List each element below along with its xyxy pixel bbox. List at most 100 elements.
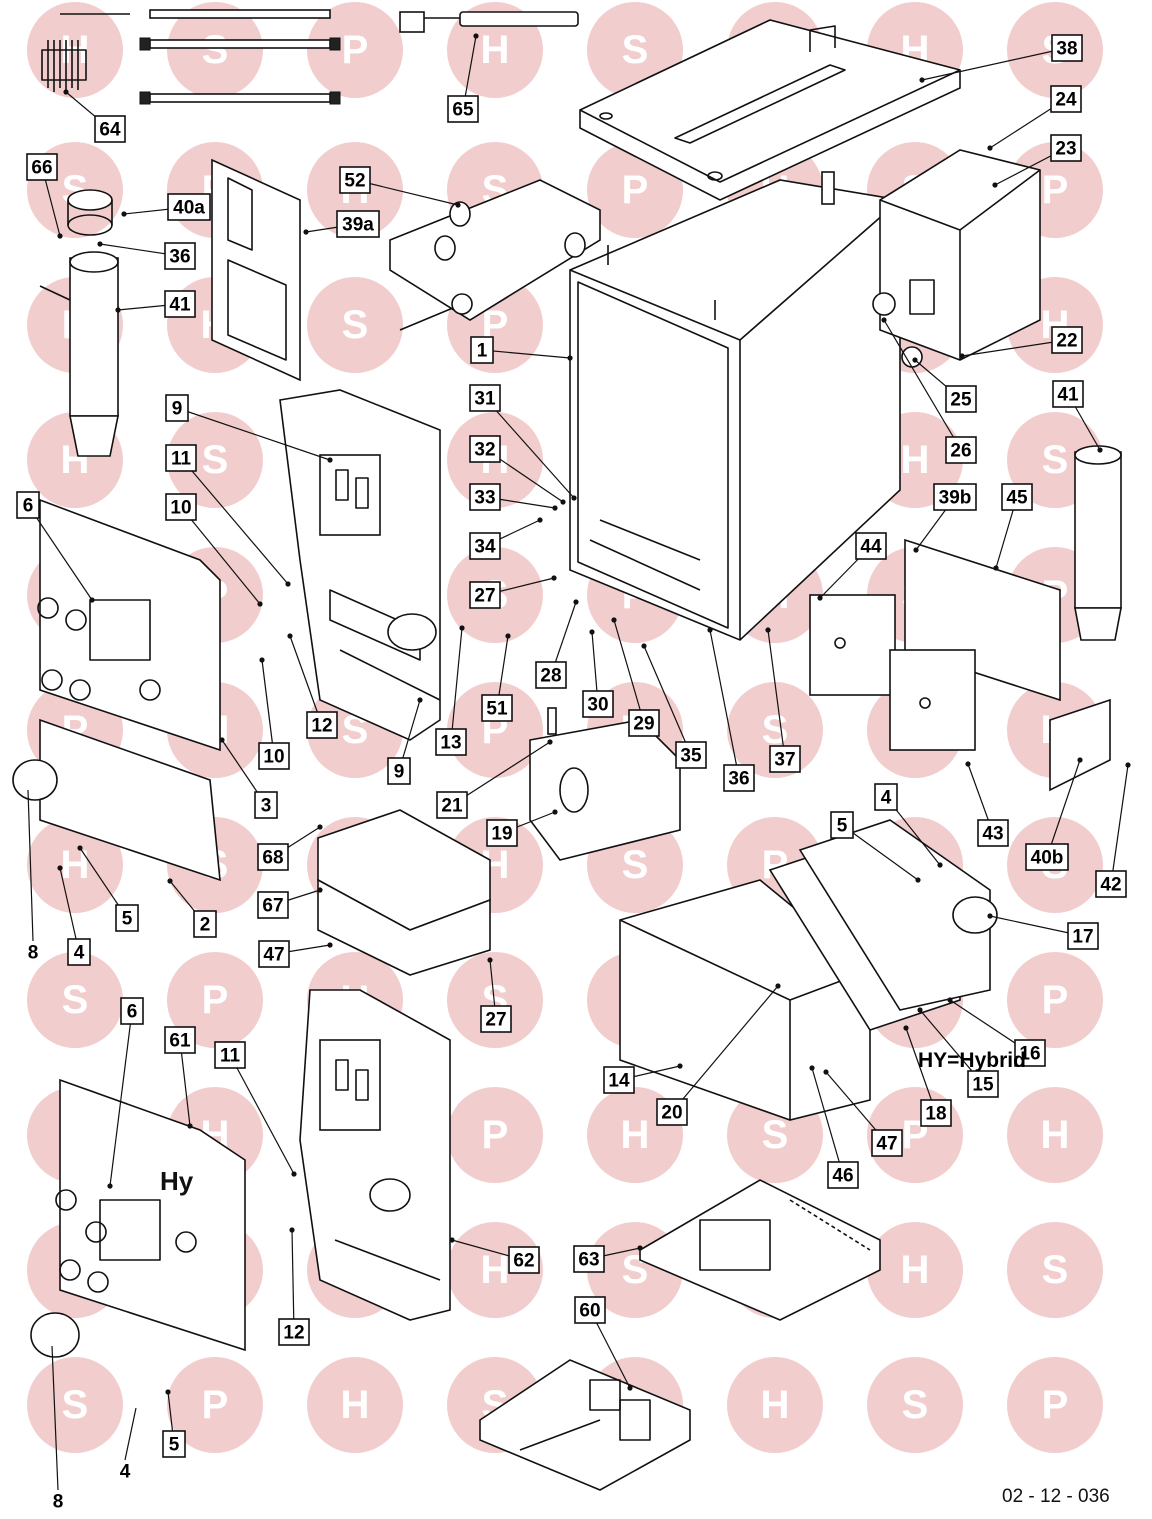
- leader-dot: [107, 1183, 113, 1189]
- part-control-board-9: [279, 389, 441, 741]
- leader-dot: [537, 517, 543, 523]
- callout-box: [254, 791, 278, 819]
- callout-box: [830, 811, 854, 839]
- callout-label-19: 19: [491, 824, 512, 845]
- callout-box: [257, 843, 289, 871]
- leader-dot: [167, 878, 173, 884]
- watermark-letter: S: [1042, 438, 1069, 482]
- watermark-circle: [1007, 952, 1103, 1048]
- leader-dot: [165, 1389, 171, 1395]
- callout-label-41: 41: [169, 295, 191, 316]
- leader-dot: [993, 565, 999, 571]
- callout-label-15: 15: [972, 1075, 994, 1096]
- callout-label-40a: 40a: [173, 198, 205, 219]
- callout-box: [827, 1161, 859, 1189]
- callout-box: [855, 532, 887, 560]
- part-relay-box-67: [317, 809, 491, 976]
- leader-dot: [303, 229, 309, 235]
- leader-dot: [637, 1245, 643, 1251]
- leader-dot: [115, 307, 121, 313]
- leader-dot: [285, 581, 291, 587]
- callout-label-36: 36: [728, 769, 749, 790]
- leader-dot: [881, 317, 887, 323]
- callout-label-6: 6: [23, 496, 34, 517]
- leader-dot: [641, 643, 647, 649]
- leader-dot: [912, 357, 918, 363]
- leader-dot: [551, 575, 557, 581]
- callout-label-46: 46: [832, 1166, 853, 1187]
- watermark-letter: S: [342, 303, 369, 347]
- callout-label-60: 60: [579, 1301, 600, 1322]
- watermark-circle: [727, 1357, 823, 1453]
- callout-box: [387, 757, 411, 785]
- leader-line: [811, 1067, 844, 1176]
- leader-dot: [903, 1025, 909, 1031]
- leader-dot: [121, 211, 127, 217]
- watermark-letter: S: [622, 843, 649, 887]
- callout-box: [871, 1129, 903, 1157]
- part-knob-17: [952, 896, 998, 934]
- watermark-letter: H: [761, 1383, 790, 1427]
- callout-label-41: 41: [1057, 385, 1079, 406]
- watermark-letter: P: [1042, 978, 1069, 1022]
- watermark-letter: P: [1042, 168, 1069, 212]
- leader-line: [124, 1407, 137, 1461]
- leader-line: [27, 789, 34, 942]
- callout-box: [16, 491, 40, 519]
- leader-dot: [959, 353, 965, 359]
- leader-line: [51, 1345, 59, 1491]
- callout-box: [26, 153, 58, 181]
- callout-label-20: 20: [661, 1103, 682, 1124]
- leader-dot: [317, 824, 323, 830]
- leader-line: [921, 47, 1068, 81]
- watermark-circle: [447, 1087, 543, 1183]
- callout-box: [480, 1005, 512, 1033]
- part-ignition-19: [529, 707, 681, 861]
- leader-dot: [677, 1063, 683, 1069]
- callout-box: [933, 483, 977, 511]
- leader-line: [289, 635, 323, 726]
- leader-dot: [327, 942, 333, 948]
- leader-line: [1046, 759, 1081, 858]
- callout-box: [435, 728, 467, 756]
- leader-line: [229, 1054, 295, 1175]
- callout-label-30: 30: [587, 695, 608, 716]
- leader-dot: [455, 202, 461, 208]
- part-bracket-39a: [211, 158, 301, 382]
- callout-label-62: 62: [513, 1251, 534, 1272]
- leader-line: [180, 457, 289, 585]
- callout-label-5: 5: [169, 1435, 180, 1456]
- callout-box: [469, 581, 501, 609]
- leader-line: [767, 629, 786, 760]
- callout-label-5: 5: [837, 816, 848, 837]
- callout-label-25: 25: [950, 390, 972, 411]
- callout-label-63: 63: [578, 1250, 599, 1271]
- callout-label-33: 33: [474, 488, 495, 509]
- leader-dot: [947, 997, 953, 1003]
- watermark-circle: [27, 952, 123, 1048]
- watermark-letter: S: [1042, 1248, 1069, 1292]
- callout-box: [470, 336, 494, 364]
- callout-label-52: 52: [344, 171, 365, 192]
- leader-dot: [775, 983, 781, 989]
- watermark-circle: [1007, 1357, 1103, 1453]
- callout-label-4: 4: [74, 943, 85, 964]
- leader-line: [179, 1039, 191, 1127]
- callout-label-64: 64: [99, 120, 121, 141]
- callout-label-65: 65: [452, 100, 474, 121]
- leader-dot: [77, 845, 83, 851]
- leader-dot: [449, 1237, 455, 1243]
- leader-dot: [219, 737, 225, 743]
- leader-line: [671, 985, 779, 1113]
- callout-label-42: 42: [1100, 875, 1121, 896]
- callout-box: [306, 711, 338, 739]
- leader-dot: [915, 877, 921, 883]
- callout-box: [469, 435, 501, 463]
- hybrid-panel-mark: Hy: [160, 1166, 194, 1196]
- callout-box: [193, 910, 217, 938]
- callout-box: [257, 891, 289, 919]
- callout-label-5: 5: [122, 909, 133, 930]
- callout-box: [656, 1098, 688, 1126]
